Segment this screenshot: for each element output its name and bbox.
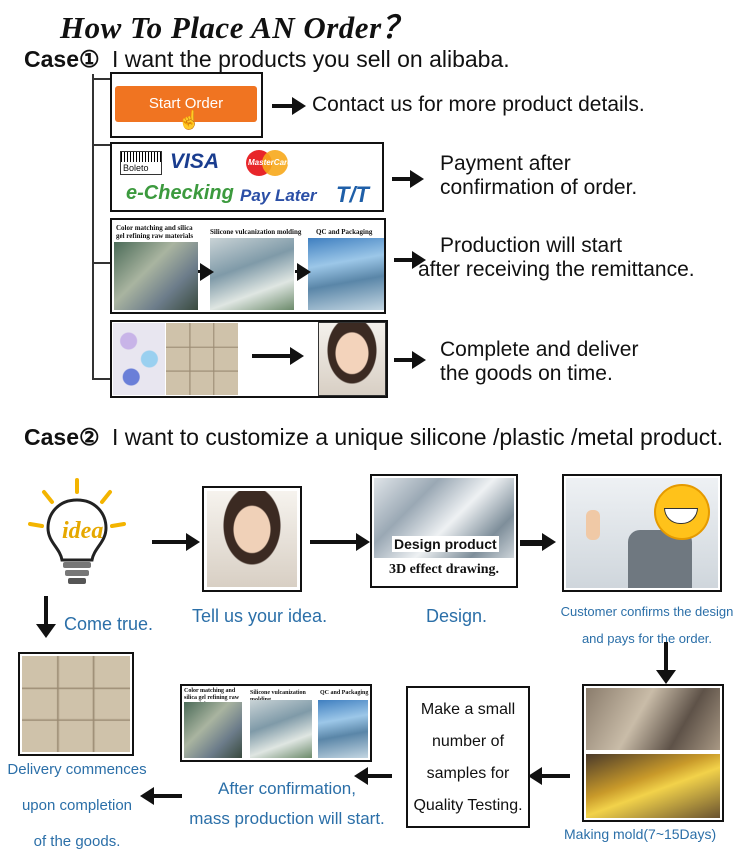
samples-box: Make a small number of samples for Quali… [406, 686, 530, 828]
lightbulb-icon [28, 478, 126, 584]
arrow-right-icon [198, 263, 214, 281]
case2-label: Case② [24, 424, 100, 450]
case1-label: Case① [24, 46, 100, 72]
paylater-logo: Pay Later [240, 186, 317, 205]
step1-text: Contact us for more product details. [312, 93, 645, 116]
step2-text: Payment after confirmation of order. [440, 152, 638, 199]
support-agent-photo [318, 322, 386, 396]
production-label: Color matching and silica gel refining r… [116, 224, 194, 240]
delivery-caption: Delivery commences upon completion of th… [7, 761, 147, 850]
cartons-photo [22, 656, 130, 752]
factory-photo [308, 238, 384, 310]
factory-photo [184, 702, 242, 758]
factory-photo [114, 242, 198, 310]
start-order-button[interactable]: Start Order [115, 86, 257, 122]
design-caption: Design. [426, 606, 488, 626]
mastercard-logo: MasterCard [246, 150, 292, 176]
page-title: How To Place AN Order？ [60, 10, 414, 45]
tell-idea-caption: Tell us your idea. [192, 606, 328, 626]
arrow-right-icon [152, 533, 200, 551]
production-label: QC and Packaging [320, 690, 369, 696]
bracket-tick [92, 144, 110, 146]
factory-photo [210, 238, 294, 310]
arrow-down-icon [36, 596, 56, 638]
production-label: QC and Packaging [316, 228, 373, 236]
arrow-right-icon [295, 263, 311, 281]
hand-cursor-icon: ☝ [178, 110, 201, 130]
arrow-right-icon [272, 97, 306, 115]
come-true-caption: Come true. [64, 614, 154, 634]
arrow-right-icon [394, 251, 426, 269]
echecking-logo: e-Checking [126, 182, 234, 204]
factory-photo [250, 700, 312, 758]
bracket-tick [92, 378, 110, 380]
case1-bracket [92, 74, 94, 380]
bracket-tick [92, 78, 112, 80]
customer-confirms-caption: Customer confirms the design and pays fo… [560, 604, 734, 646]
arrow-down-icon [656, 642, 676, 684]
step3-text: Production will start after receiving th… [418, 234, 695, 281]
case2-text: I want to customize a unique silicone /p… [112, 424, 724, 450]
tt-logo: T/T [336, 182, 369, 207]
mold-plate-photo [586, 754, 720, 818]
boleto-logo: Boleto [120, 151, 162, 175]
design-product-label: Design product [392, 536, 499, 552]
step4-text: Complete and deliver the goods on time. [440, 338, 639, 385]
case1-text: I want the products you sell on alibaba. [112, 46, 510, 72]
bracket-tick [92, 262, 110, 264]
mass-production-caption: After confirmation, mass production will… [189, 779, 385, 828]
mold-machine-photo [586, 688, 720, 750]
cartons-photo [166, 323, 238, 395]
arrow-left-icon [354, 767, 392, 785]
products-photo [113, 323, 165, 395]
case1-heading: Case① I want the products you sell on al… [24, 46, 510, 73]
arrow-left-icon [140, 787, 182, 805]
arrow-right-icon [310, 533, 370, 551]
case2-heading: Case② I want to customize a unique silic… [24, 424, 723, 451]
samples-text: Make a small number of samples for Quali… [413, 701, 523, 814]
making-mold-caption: Making mold(7~15Days) [564, 826, 717, 842]
happy-customer-photo [566, 478, 718, 588]
arrow-right-icon [394, 351, 426, 369]
arrow-left-icon [528, 767, 570, 785]
arrow-right-icon [252, 347, 304, 365]
idea-word: idea [62, 518, 104, 544]
arrow-right-icon [392, 170, 424, 188]
arrow-right-icon [520, 533, 556, 551]
production-label: Silicone vulcanization molding [210, 228, 302, 236]
visa-logo: VISA [170, 150, 220, 173]
factory-photo [318, 700, 368, 758]
support-agent-photo [207, 491, 297, 587]
design-3d-label: 3D effect drawing. [388, 562, 500, 577]
